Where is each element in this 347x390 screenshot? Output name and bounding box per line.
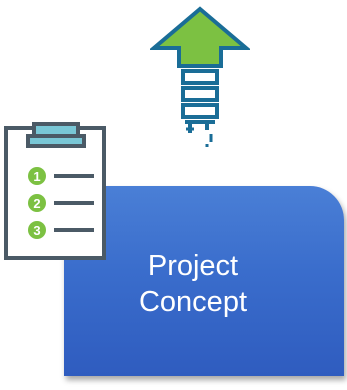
- checklist-number-1: 1: [33, 169, 40, 184]
- project-concept-card: [64, 186, 344, 376]
- card-title-line-1: Project: [147, 250, 239, 282]
- checklist-number-2: 2: [33, 196, 40, 211]
- clipboard-checklist-icon: 1 2 3: [4, 122, 106, 260]
- checklist-bullet-2: [28, 194, 46, 212]
- project-concept-label: Project Concept: [64, 248, 322, 320]
- card-title-line-2: Concept: [138, 286, 247, 318]
- up-arrow-icon: [150, 6, 250, 147]
- checklist-number-3: 3: [33, 223, 40, 238]
- checklist-bullet-3: [28, 221, 46, 239]
- checklist-bullet-1: [28, 167, 46, 185]
